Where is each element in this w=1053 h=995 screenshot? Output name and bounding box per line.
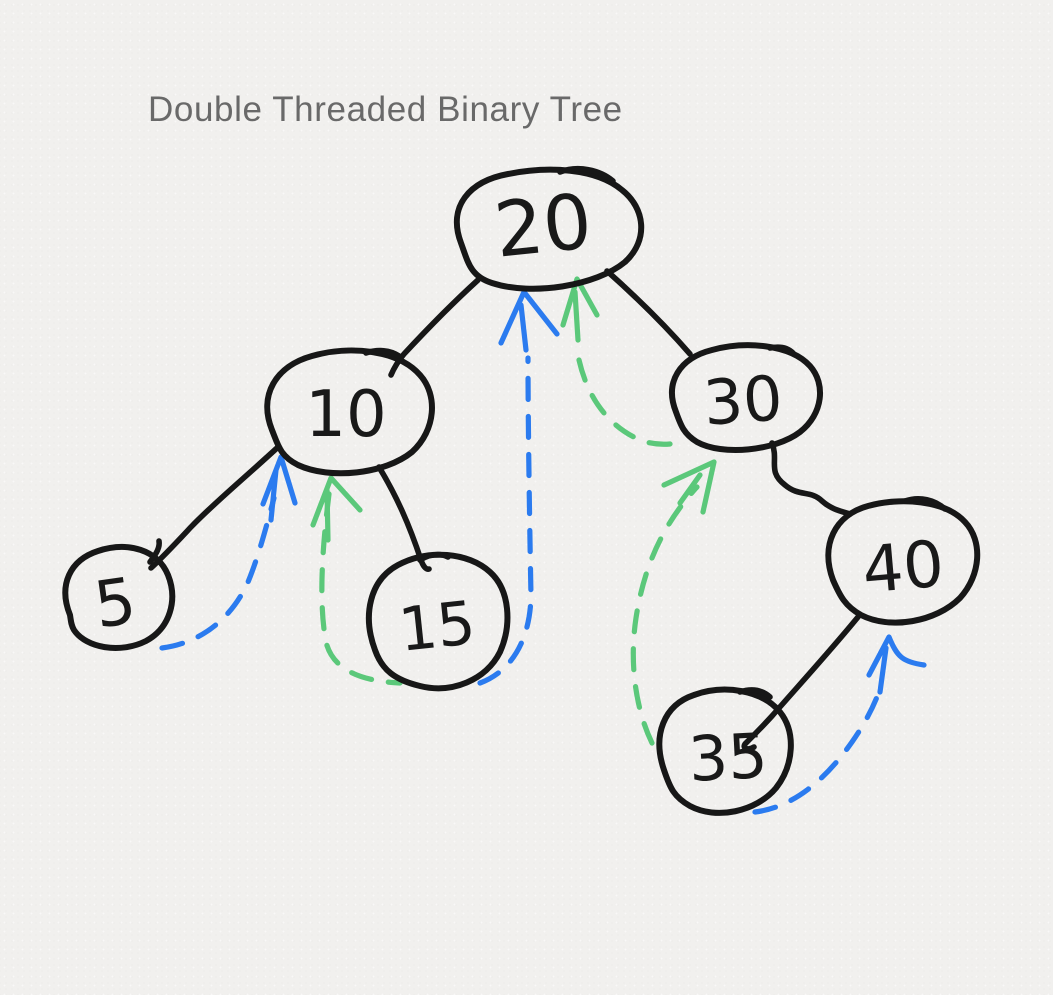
- thread-35-to-30-stem: [630, 484, 700, 746]
- edge-10-5: [148, 445, 280, 571]
- node-35-overlap-stroke: [737, 687, 773, 700]
- tree-node-20: 20: [453, 166, 645, 292]
- node-30-label: 30: [701, 361, 785, 439]
- thread-35-to-40-stem: [752, 683, 884, 815]
- thread-35-to-40-arrowhead-icon: [866, 634, 927, 695]
- node-5-circle: [62, 544, 176, 651]
- node-10-label: 10: [305, 378, 386, 452]
- thread-15-to-20-stem: [477, 355, 534, 686]
- thread-35-to-30-arrowhead-icon: [661, 459, 717, 515]
- node-40-label: 40: [859, 528, 947, 609]
- thread-30-to-20-stem: [576, 357, 689, 447]
- node-5-overlap-stroke: [147, 538, 162, 565]
- node-10-overlap-stroke: [363, 347, 402, 359]
- tree-node-40: 40: [825, 496, 981, 626]
- node-15-label: 15: [395, 588, 478, 666]
- tree-node-35: 35: [656, 686, 794, 816]
- edge-40-35: [741, 614, 861, 752]
- tree-nodes: 20 10 30 5 15: [62, 166, 981, 816]
- node-5-label: 5: [90, 565, 141, 644]
- page-title: Double Threaded Binary Tree: [148, 90, 623, 129]
- node-20-overlap-stroke: [557, 166, 616, 184]
- tree-node-10: 10: [264, 347, 435, 477]
- tree-node-5: 5: [62, 538, 176, 651]
- edge-20-30: [604, 268, 693, 357]
- edge-30-40: [769, 440, 853, 517]
- thread-5-to-10-stem: [159, 495, 277, 651]
- node-40-circle: [825, 498, 981, 626]
- thread-15-to-20-arrowhead-icon: [498, 289, 560, 353]
- node-15-circle: [366, 551, 511, 692]
- thread-15-to-10-stem: [319, 491, 403, 686]
- thread-5-to-10-arrowhead-icon: [260, 454, 298, 523]
- thread-15-to-10-arrowhead-icon: [310, 475, 363, 543]
- node-35-circle: [656, 686, 794, 816]
- node-30-circle: [669, 342, 824, 453]
- node-10-circle: [264, 347, 435, 477]
- edge-20-10: [388, 277, 481, 378]
- node-30-overlap-stroke: [767, 344, 796, 356]
- node-35-label: 35: [687, 719, 770, 796]
- node-40-overlap-stroke: [902, 496, 948, 512]
- node-20-label: 20: [490, 176, 595, 275]
- thread-30-to-20-arrowhead-icon: [560, 276, 600, 343]
- node-20-circle: [453, 166, 645, 292]
- node-15-overlap-stroke: [417, 551, 451, 563]
- tree-node-30: 30: [669, 342, 824, 453]
- tree-threads: [159, 276, 927, 815]
- tree-node-15: 15: [366, 551, 511, 692]
